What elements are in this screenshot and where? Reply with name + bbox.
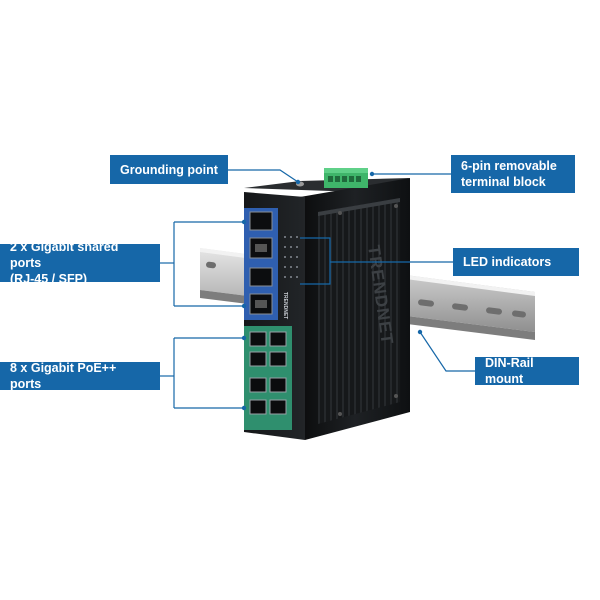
callout-din-rail: DIN-Rail mount (475, 356, 579, 386)
brand-logo-front: TRENDNET (282, 292, 288, 319)
callout-grounding-text: Grounding point (120, 162, 218, 177)
callout-terminal-line1: 6-pin removable (461, 159, 557, 173)
callout-poe-ports: 8 x Gigabit PoE++ ports (0, 361, 160, 391)
callout-terminal-line2: terminal block (461, 175, 546, 189)
terminal-block (324, 168, 368, 188)
callout-led-text: LED indicators (463, 255, 552, 269)
shared-port-panel (244, 208, 278, 320)
callout-terminal-block: 6-pin removable terminal block (451, 155, 575, 193)
callout-grounding-point: Grounding point (110, 155, 228, 184)
poe-port-panel (244, 326, 292, 430)
leader-dots (241, 171, 423, 411)
callout-shared-ports: 2 x Gigabit shared ports (RJ-45 / SFP) (0, 240, 160, 286)
callout-poe-text: 8 x Gigabit PoE++ ports (10, 361, 117, 391)
led-indicator-area (284, 236, 298, 278)
callout-leader-lines (160, 169, 475, 409)
callout-shared-line1: 2 x Gigabit shared ports (10, 240, 119, 270)
callout-led-indicators: LED indicators (453, 248, 579, 276)
callout-din-text: DIN-Rail mount (485, 356, 534, 386)
callout-shared-line2: (RJ-45 / SFP) (10, 272, 88, 286)
